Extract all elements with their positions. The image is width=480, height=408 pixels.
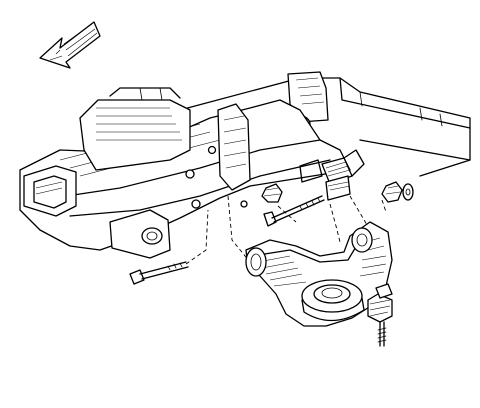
ball-joint: [367, 283, 393, 347]
cam-nut: [381, 181, 403, 203]
frame: [19, 71, 471, 259]
front-bolt: [129, 261, 189, 285]
center-nut: [261, 183, 283, 203]
washer: [402, 183, 414, 201]
direction-arrow-icon: [39, 21, 101, 69]
rear-bolt: [263, 195, 325, 227]
bumper: [299, 149, 365, 201]
lower-control-arm: [245, 221, 393, 327]
